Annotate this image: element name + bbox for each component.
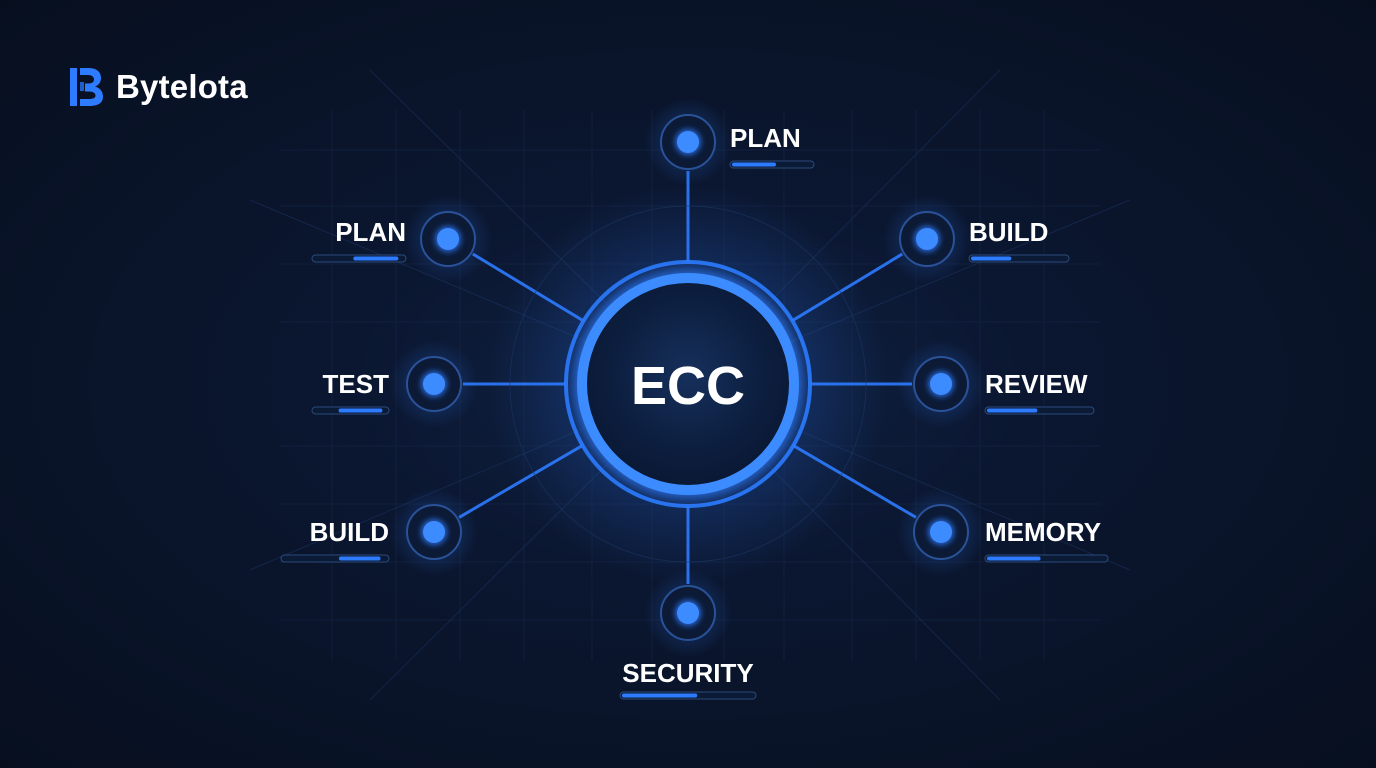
node-dot (930, 373, 952, 395)
node-label: REVIEW (985, 369, 1088, 399)
node-dot (423, 521, 445, 543)
node-dot (916, 228, 938, 250)
node-build-left[interactable]: BUILD (280, 488, 478, 576)
b-logo-icon (70, 68, 103, 106)
hub-label: ECC (631, 356, 745, 416)
node-dot (677, 602, 699, 624)
node-label: PLAN (730, 123, 801, 153)
node-plan-top[interactable]: PLAN (644, 98, 815, 186)
brand[interactable]: Bytelota (68, 64, 248, 110)
node-label: SECURITY (622, 658, 753, 688)
node-label: TEST (323, 369, 390, 399)
hub-ring-1 (564, 260, 812, 508)
node-memory-right[interactable]: MEMORY (897, 488, 1109, 576)
node-dot (677, 131, 699, 153)
ecc-hub[interactable]: ECC (488, 184, 888, 584)
node-layer: PLAN PLAN BUILD TEST REVIEW BUILD MEMORY SECURI… (280, 98, 1109, 700)
progress-fill (353, 256, 399, 261)
node-label: BUILD (969, 217, 1048, 247)
progress-fill (338, 556, 381, 561)
node-review-right[interactable]: REVIEW (897, 340, 1095, 428)
node-test-left[interactable]: TEST (311, 340, 478, 428)
node-plan-left[interactable]: PLAN (311, 195, 492, 283)
hub-core (577, 273, 799, 495)
node-dot (437, 228, 459, 250)
node-build-right[interactable]: BUILD (883, 195, 1070, 283)
progress-fill (987, 556, 1041, 561)
node-label: MEMORY (985, 517, 1101, 547)
progress-fill (971, 256, 1012, 261)
brand-name: Bytelota (116, 68, 248, 105)
hub-outer-ring (509, 205, 867, 563)
node-label: PLAN (335, 217, 406, 247)
node-security-bottom[interactable]: SECURITY (619, 569, 757, 700)
node-label: BUILD (310, 517, 389, 547)
progress-fill (622, 693, 698, 698)
progress-fill (987, 408, 1038, 413)
progress-fill (732, 162, 776, 167)
node-dot (423, 373, 445, 395)
node-dot (930, 521, 952, 543)
progress-fill (338, 408, 383, 413)
